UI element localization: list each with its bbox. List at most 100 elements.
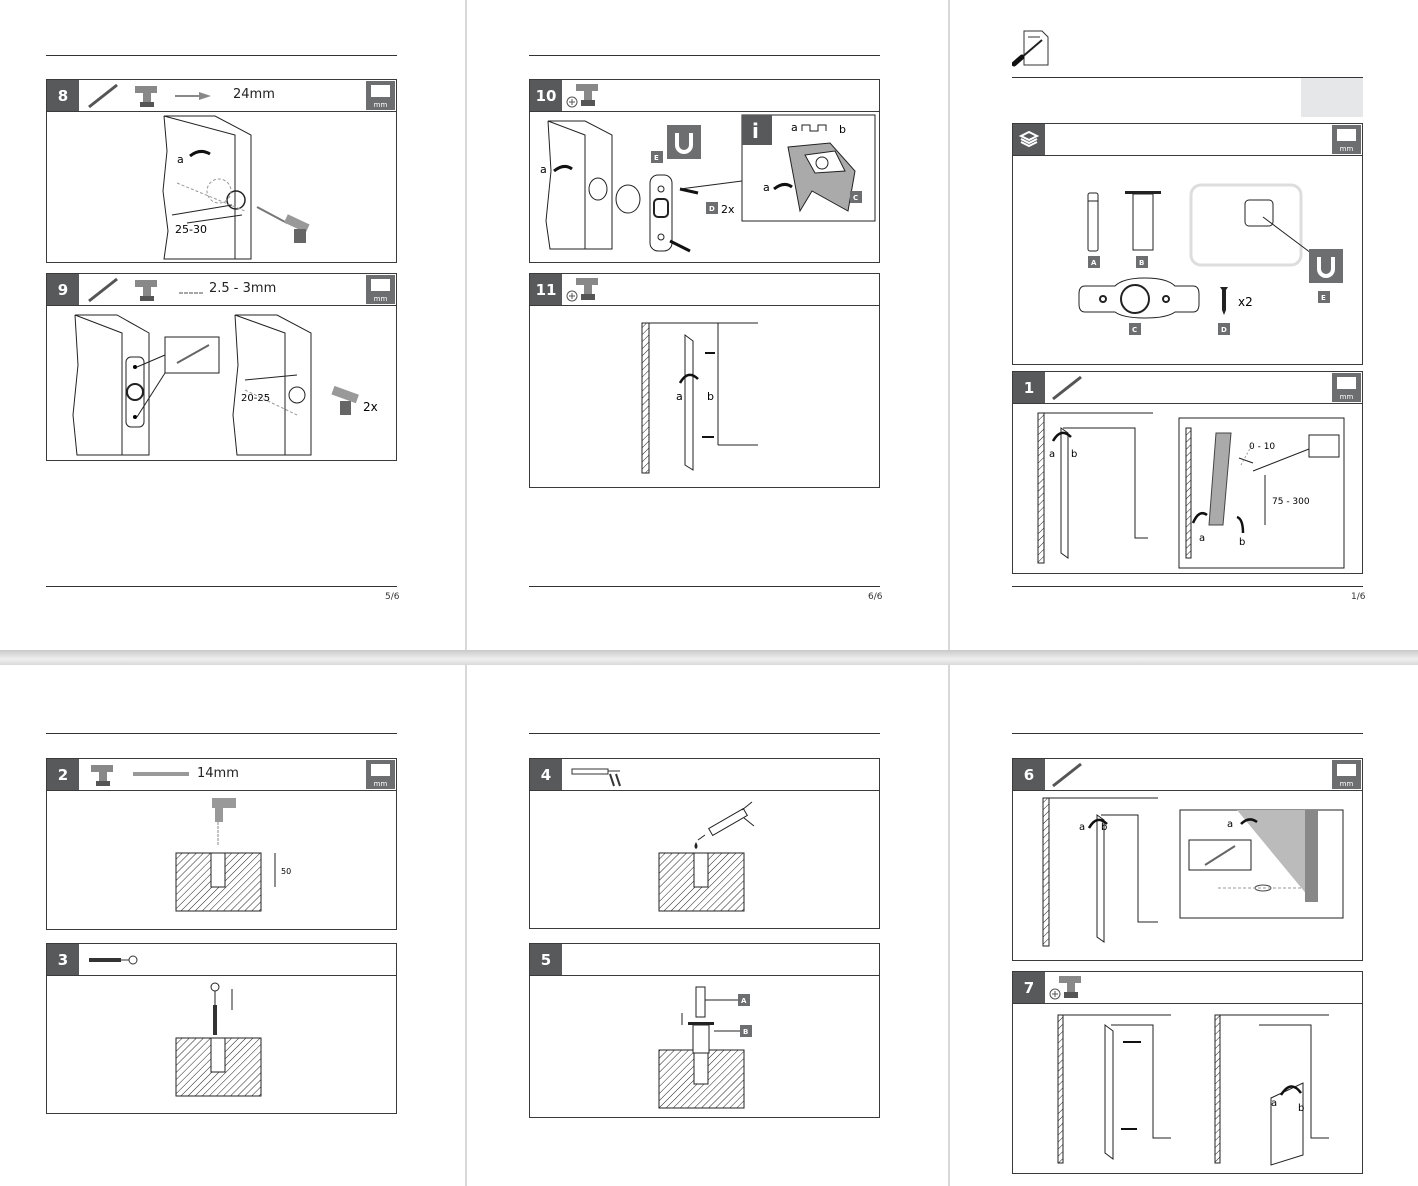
header-rule (46, 733, 397, 734)
step-3-panel: 3 (46, 943, 397, 1114)
measure-icon: mm (1332, 760, 1361, 789)
label-a: a (177, 153, 184, 166)
label-a: a (1199, 533, 1205, 544)
spread-divider (0, 650, 1418, 665)
step-5-panel: 5 A B (529, 943, 880, 1118)
page-divider (465, 0, 467, 1186)
part-label-a: A (741, 997, 747, 1005)
step-9-illustration: 20-25 2x (72, 314, 378, 456)
step-number: 7 (1013, 972, 1045, 1003)
step-number: 2 (47, 759, 79, 790)
quantity-label: x2 (1238, 295, 1253, 309)
bit-size: 24mm (233, 87, 275, 102)
dimension-label: 75 - 300 (1272, 497, 1310, 507)
part-label-c: C (853, 194, 858, 202)
screwdriver-drill-icon (566, 84, 598, 108)
label-b: b (1071, 449, 1077, 460)
part-b-sleeve (1132, 193, 1154, 251)
part-label-b: B (743, 1028, 748, 1036)
parts-panel: mm A B E C x2 D (1012, 123, 1363, 365)
pencil-icon (1052, 375, 1082, 401)
step-7-illustration: a b (1057, 1014, 1329, 1166)
label-b: b (1239, 537, 1245, 548)
part-label-e: E (1321, 294, 1326, 302)
count-label: 2x (363, 400, 378, 414)
drill-icon (284, 214, 310, 243)
label-b: b (707, 390, 714, 403)
step-number: 10 (530, 80, 562, 111)
dimension-label: 25-30 (175, 223, 207, 236)
bit-size: 14mm (197, 766, 239, 781)
tool-icons (91, 765, 189, 786)
masonry-bit-icon (133, 772, 189, 776)
manual-screwdriver-icon (1012, 30, 1049, 67)
svg-text:i: i (752, 119, 759, 143)
count-label: 2x (721, 203, 735, 216)
pencil-icon (88, 83, 118, 109)
step-11-illustration: a b (641, 322, 758, 474)
cleaning-brush-icon (89, 955, 138, 965)
step-5-illustration: A B (658, 986, 752, 1109)
step-10-panel: 10 a E D 2x i a b (529, 79, 880, 263)
step-10-illustration: a E D 2x i a b C a (540, 114, 876, 253)
label-b: b (1298, 1103, 1304, 1114)
language-tab (1301, 78, 1363, 117)
part-label-a: A (1091, 259, 1097, 267)
step-6-illustration: a b a (1042, 797, 1344, 947)
step-number: 6 (1013, 759, 1045, 790)
step-9-panel: 9 2.5 - 3mm mm 20-25 2x (46, 273, 397, 461)
caulk-gun-icon (571, 768, 621, 787)
part-label-d: D (709, 205, 715, 213)
part-label-b: B (1139, 259, 1144, 267)
dimension-label: 50 (281, 867, 291, 876)
pencil-icon (1052, 762, 1082, 788)
step-6-panel: 6 mm a b a (1012, 758, 1363, 961)
label-a: a (1049, 449, 1055, 460)
measure-icon: mm (366, 760, 395, 789)
step-number: 5 (530, 944, 562, 975)
step-2-panel: 2 14mm mm 50 (46, 758, 397, 930)
part-label-d: D (1221, 326, 1227, 334)
measure-icon: mm (366, 275, 395, 304)
step-4-illustration (658, 801, 755, 912)
measure-icon: mm (1332, 125, 1361, 154)
step-11-panel: 11 a b (529, 273, 880, 488)
header-rule (1012, 733, 1363, 734)
footer-rule (1012, 586, 1363, 587)
footer-rule (529, 586, 880, 587)
step-7-panel: 7 a b (1012, 971, 1363, 1174)
step-number: 9 (47, 274, 79, 305)
measure-icon: mm (1332, 373, 1361, 402)
tool-icons (88, 83, 211, 109)
label-b: b (1101, 822, 1107, 833)
step-number: 3 (47, 944, 79, 975)
spade-bit-icon (175, 92, 211, 100)
step-8-illustration: a 25-30 (162, 115, 310, 260)
part-c-strike-plate (1078, 277, 1200, 319)
step-number: 1 (1013, 372, 1045, 403)
step-4-panel: 4 (529, 758, 880, 929)
step-2-illustration: 50 (175, 798, 291, 912)
label-a: a (1079, 822, 1085, 833)
step-1-panel: 1 mm a b 0 - 10 75 - 300 a b (1012, 371, 1363, 574)
label-a: a (676, 390, 683, 403)
label-a: a (540, 163, 547, 176)
page-number: 6/6 (868, 592, 883, 602)
label-b: b (839, 123, 846, 136)
dimension-label: 20-25 (241, 393, 270, 404)
page-number: 5/6 (385, 592, 400, 602)
parts-illustration: A B E C x2 D (1078, 183, 1343, 335)
step-1-illustration: a b 0 - 10 75 - 300 a b (1037, 412, 1345, 569)
step-number: 4 (530, 759, 562, 790)
label-a: a (791, 121, 798, 134)
label-a: a (1227, 819, 1233, 830)
footer-rule (46, 586, 397, 587)
part-d-screw (1220, 287, 1228, 315)
tool-icons (88, 277, 203, 303)
page-number: 1/6 (1351, 592, 1366, 602)
label-a: a (1271, 1098, 1277, 1109)
drill-icon (135, 86, 157, 107)
measure-icon: mm (366, 81, 395, 110)
box-icon (1013, 124, 1045, 155)
header-rule (529, 55, 880, 56)
